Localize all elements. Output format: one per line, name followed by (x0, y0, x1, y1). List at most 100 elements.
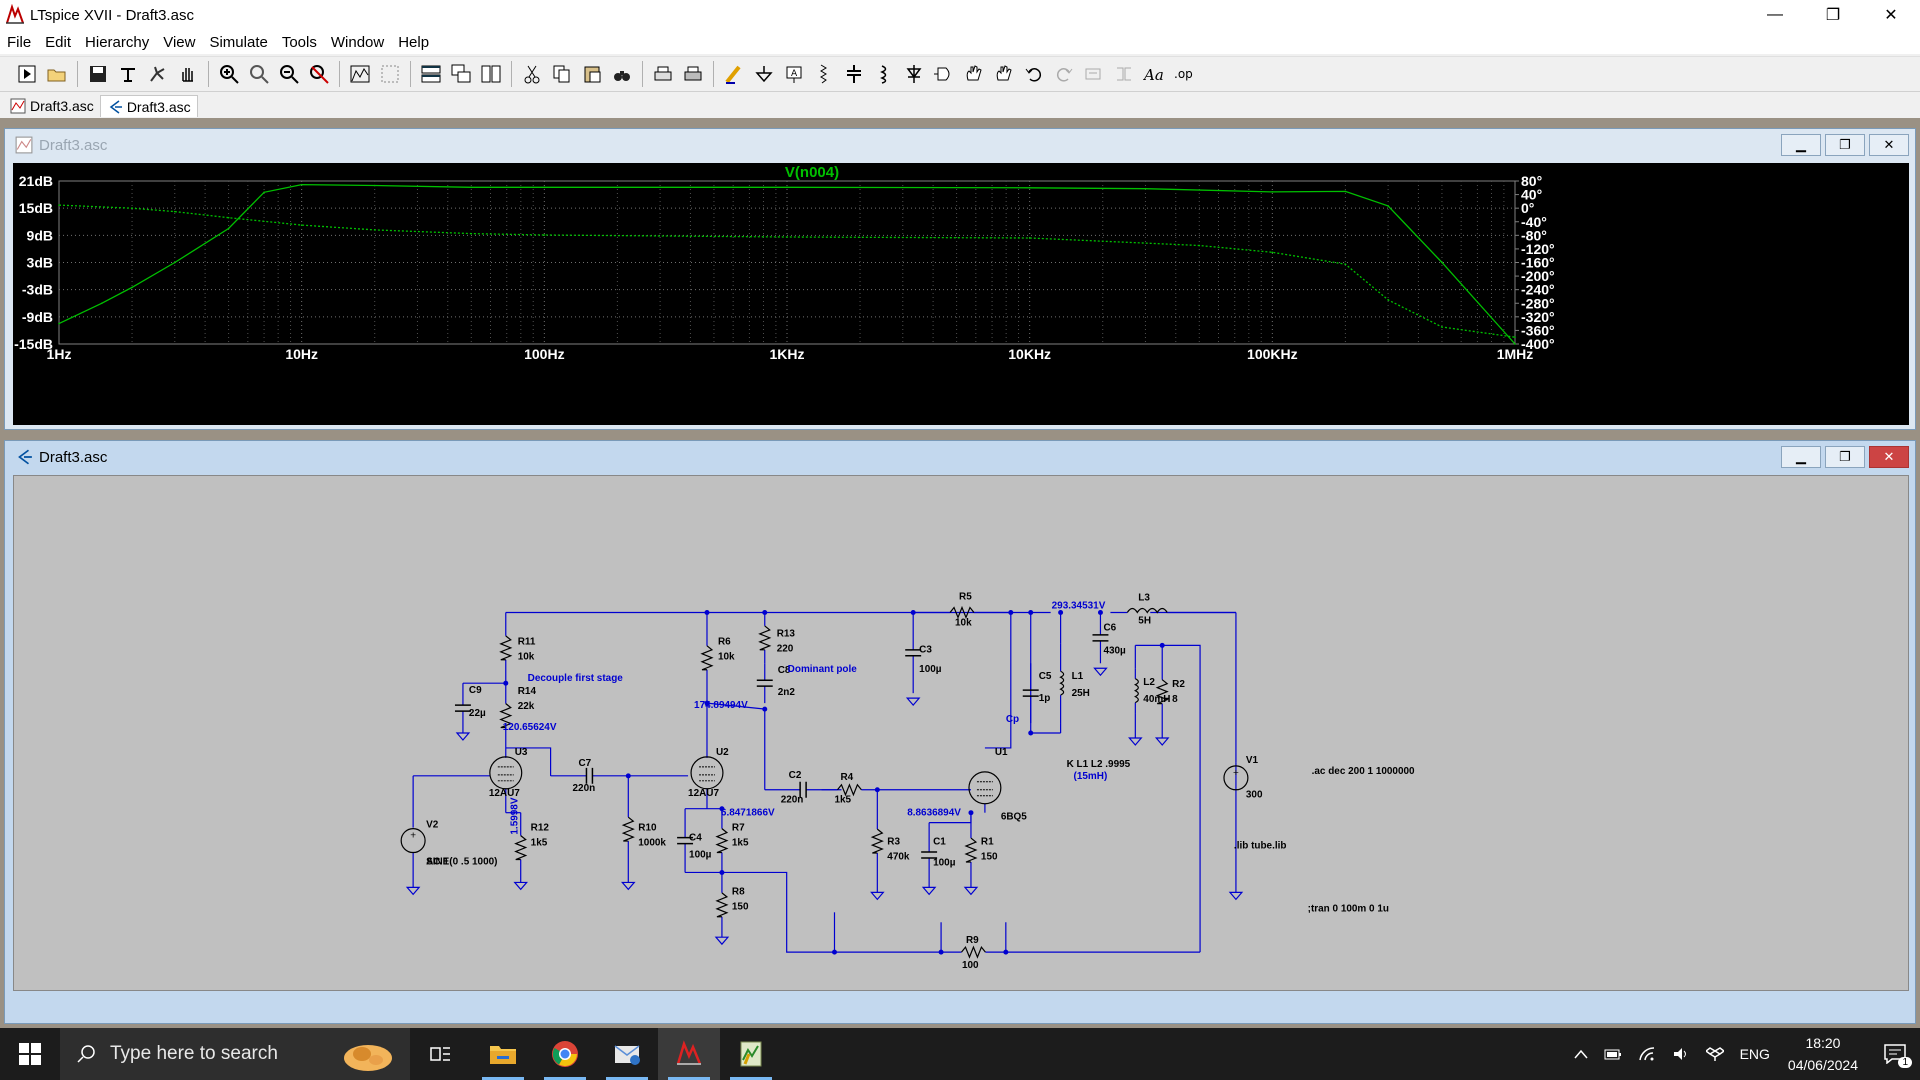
resistor-R5[interactable] (949, 605, 975, 620)
cascade-icon[interactable] (447, 60, 475, 88)
menu-window[interactable]: Window (330, 33, 385, 51)
battery-icon[interactable] (1604, 1048, 1622, 1060)
run-button[interactable] (144, 60, 172, 88)
diode-icon[interactable] (900, 60, 928, 88)
taskbar-search[interactable]: Type here to search (60, 1028, 410, 1080)
resistor-icon[interactable] (810, 60, 838, 88)
copy-icon[interactable] (548, 60, 576, 88)
resistor-R11[interactable] (499, 635, 513, 661)
drag-hand-icon[interactable] (990, 60, 1018, 88)
spice-directive-icon[interactable]: .op (1170, 60, 1198, 88)
capacitor-C5[interactable] (1022, 689, 1039, 697)
component-icon[interactable] (930, 60, 958, 88)
rotate-icon[interactable] (1080, 60, 1108, 88)
inductor-L3[interactable] (1126, 607, 1168, 614)
tube-U3[interactable] (489, 756, 523, 790)
resistor-R1[interactable] (964, 837, 978, 863)
undo-icon[interactable] (1020, 60, 1048, 88)
menu-edit[interactable]: Edit (45, 33, 72, 51)
resistor-R3[interactable] (870, 828, 884, 854)
capacitor-C6[interactable] (1092, 634, 1109, 642)
capacitor-C3[interactable] (905, 649, 922, 657)
waveform-restore-button[interactable]: ❐ (1825, 134, 1865, 156)
redo-icon[interactable] (1050, 60, 1078, 88)
tile-horizontal-icon[interactable] (417, 60, 445, 88)
pan-hand-icon[interactable] (174, 60, 202, 88)
restore-button[interactable]: ❐ (1825, 7, 1841, 24)
resistor-R6[interactable] (700, 645, 714, 671)
autorange-icon[interactable] (346, 60, 374, 88)
taskbar-chrome[interactable] (534, 1028, 596, 1080)
grid-icon[interactable] (376, 60, 404, 88)
tube-U1[interactable] (968, 771, 1002, 805)
capacitor-C7[interactable] (585, 767, 594, 784)
zoom-in-icon[interactable] (215, 60, 243, 88)
schematic-close-button[interactable]: ✕ (1869, 446, 1909, 468)
zoom-out-icon[interactable] (275, 60, 303, 88)
capacitor-C1[interactable] (921, 851, 938, 859)
menu-simulate[interactable]: Simulate (209, 33, 268, 51)
inductor-L1[interactable] (1059, 670, 1065, 696)
text-icon[interactable]: Aa (1140, 60, 1168, 88)
resistor-R13[interactable] (758, 625, 772, 651)
task-view-button[interactable] (410, 1028, 472, 1080)
waveform-minimize-button[interactable]: ▁ (1781, 134, 1821, 156)
capacitor-C4[interactable] (677, 836, 694, 845)
resistor-R7[interactable] (715, 828, 729, 854)
menu-file[interactable]: File (7, 33, 32, 51)
menu-tools[interactable]: Tools (281, 33, 317, 51)
taskbar-mail[interactable] (596, 1028, 658, 1080)
tab-schematic[interactable]: Draft3.asc (99, 95, 198, 117)
resistor-R14[interactable] (499, 703, 513, 729)
resistor-R12[interactable] (514, 835, 528, 861)
tab-waveform[interactable]: Draft3.asc (4, 95, 100, 117)
label-net-icon[interactable]: A (780, 60, 808, 88)
resistor-R8[interactable] (715, 892, 729, 918)
schematic-minimize-button[interactable]: ▁ (1781, 446, 1821, 468)
menu-hierarchy[interactable]: Hierarchy (85, 33, 150, 51)
cut-icon[interactable] (518, 60, 546, 88)
menu-view[interactable]: View (163, 33, 196, 51)
voltage-source-V2[interactable] (400, 828, 426, 854)
waveform-close-button[interactable]: ✕ (1869, 134, 1909, 156)
print-icon[interactable] (679, 60, 707, 88)
minimize-button[interactable]: — (1767, 6, 1783, 23)
open-button[interactable] (43, 60, 71, 88)
tube-U2[interactable] (690, 756, 724, 790)
print-preview-icon[interactable] (649, 60, 677, 88)
start-button[interactable] (0, 1028, 60, 1080)
new-schematic-button[interactable] (13, 60, 41, 88)
taskbar-waveform-viewer[interactable] (720, 1028, 782, 1080)
capacitor-C8[interactable] (756, 679, 773, 687)
wifi-icon[interactable] (1638, 1046, 1656, 1062)
resistor-R10[interactable] (621, 816, 635, 842)
paste-icon[interactable] (578, 60, 606, 88)
draw-wire-icon[interactable] (720, 60, 748, 88)
notification-center-button[interactable]: 1 (1884, 1044, 1912, 1068)
taskbar-file-explorer[interactable] (472, 1028, 534, 1080)
taskbar-ltspice[interactable] (658, 1028, 720, 1080)
mirror-icon[interactable] (1110, 60, 1138, 88)
schematic-restore-button[interactable]: ❐ (1825, 446, 1865, 468)
save-button[interactable] (84, 60, 112, 88)
control-panel-button[interactable] (114, 60, 142, 88)
show-hidden-icons-button[interactable] (1574, 1049, 1588, 1059)
move-hand-icon[interactable] (960, 60, 988, 88)
menu-help[interactable]: Help (398, 33, 430, 51)
tile-vertical-icon[interactable] (477, 60, 505, 88)
resistor-R9[interactable] (961, 945, 986, 959)
resistor-R2[interactable] (1155, 679, 1169, 705)
inductor-icon[interactable] (870, 60, 898, 88)
ground-icon[interactable] (750, 60, 778, 88)
capacitor-icon[interactable] (840, 60, 868, 88)
dropbox-icon[interactable] (1705, 1046, 1724, 1062)
voltage-source-V1[interactable] (1223, 765, 1249, 791)
capacitor-C2[interactable] (799, 781, 807, 798)
schematic-canvas[interactable]: ++R1110kR1422kC922µU312AU7R121k5V2SINE(0… (13, 475, 1909, 991)
zoom-full-icon[interactable] (245, 60, 273, 88)
language-indicator[interactable]: ENG (1739, 1046, 1770, 1062)
find-icon[interactable] (608, 60, 636, 88)
volume-icon[interactable] (1672, 1046, 1690, 1062)
close-button[interactable]: ✕ (1884, 7, 1898, 24)
